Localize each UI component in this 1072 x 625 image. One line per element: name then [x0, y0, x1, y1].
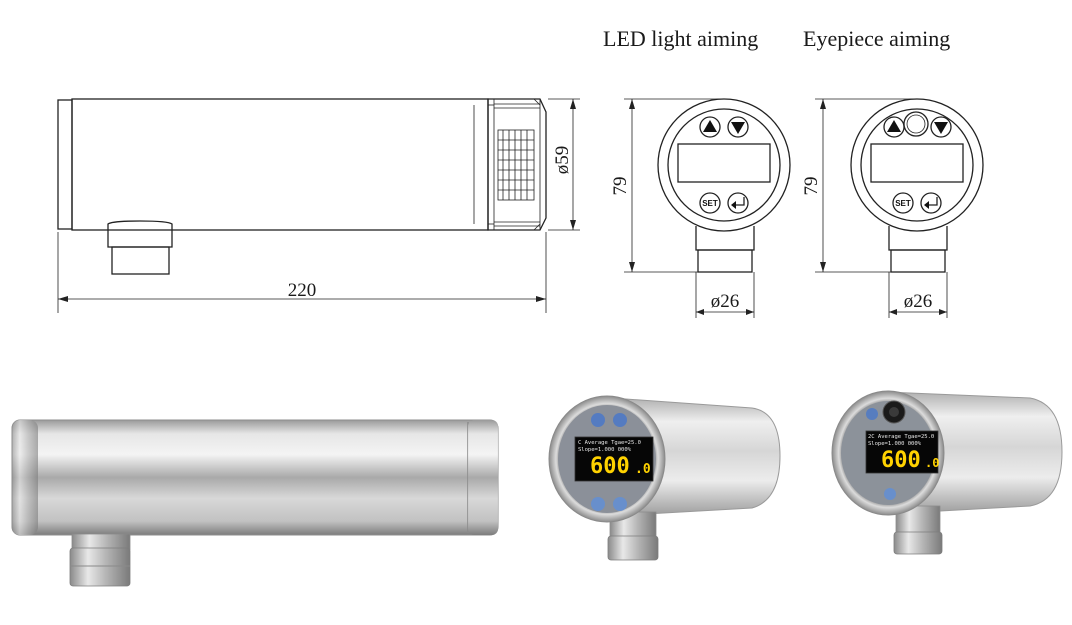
- front-view-eyepiece-drawing: SET 79 ø26: [801, 98, 984, 318]
- side-view-drawing: 220 ø59: [57, 98, 580, 313]
- led-aiming-caption: LED light aiming: [603, 26, 759, 51]
- neck-dimension-led: ø26: [711, 291, 740, 312]
- led-display-decimal: .0: [635, 462, 651, 477]
- eyepiece-aiming-caption: Eyepiece aiming: [803, 26, 951, 51]
- front-view-led-drawing: SET 79 ø26: [610, 98, 791, 318]
- led-display-line1: C Average Tgae=25.0: [578, 440, 641, 446]
- led-photo: C Average Tgae=25.0 Slope=1.000 000% 600…: [548, 395, 781, 561]
- set-button-label: SET: [702, 199, 718, 208]
- eyepiece-display-reading: 600: [881, 448, 921, 473]
- eyepiece-display-line1: 2C Average Tgae=25.0: [868, 434, 934, 440]
- neck-dimension-eyepiece: ø26: [904, 291, 933, 312]
- eyepiece-display-line2: Slope=1.000 000%: [868, 441, 922, 447]
- eyepiece-display-decimal: .0: [925, 456, 939, 470]
- led-display-reading: 600: [590, 454, 630, 479]
- eyepiece-photo: 2C Average Tgae=25.0 Slope=1.000 000% 60…: [831, 390, 1063, 555]
- height-dimension-eyepiece: 79: [801, 177, 822, 196]
- set-button-label-eyepiece: SET: [895, 199, 911, 208]
- diameter-dimension: ø59: [552, 146, 573, 175]
- led-display-line2: Slope=1.000 000%: [578, 447, 632, 453]
- height-dimension-led: 79: [610, 177, 631, 196]
- side-photo: [11, 419, 499, 587]
- length-dimension: 220: [288, 280, 317, 301]
